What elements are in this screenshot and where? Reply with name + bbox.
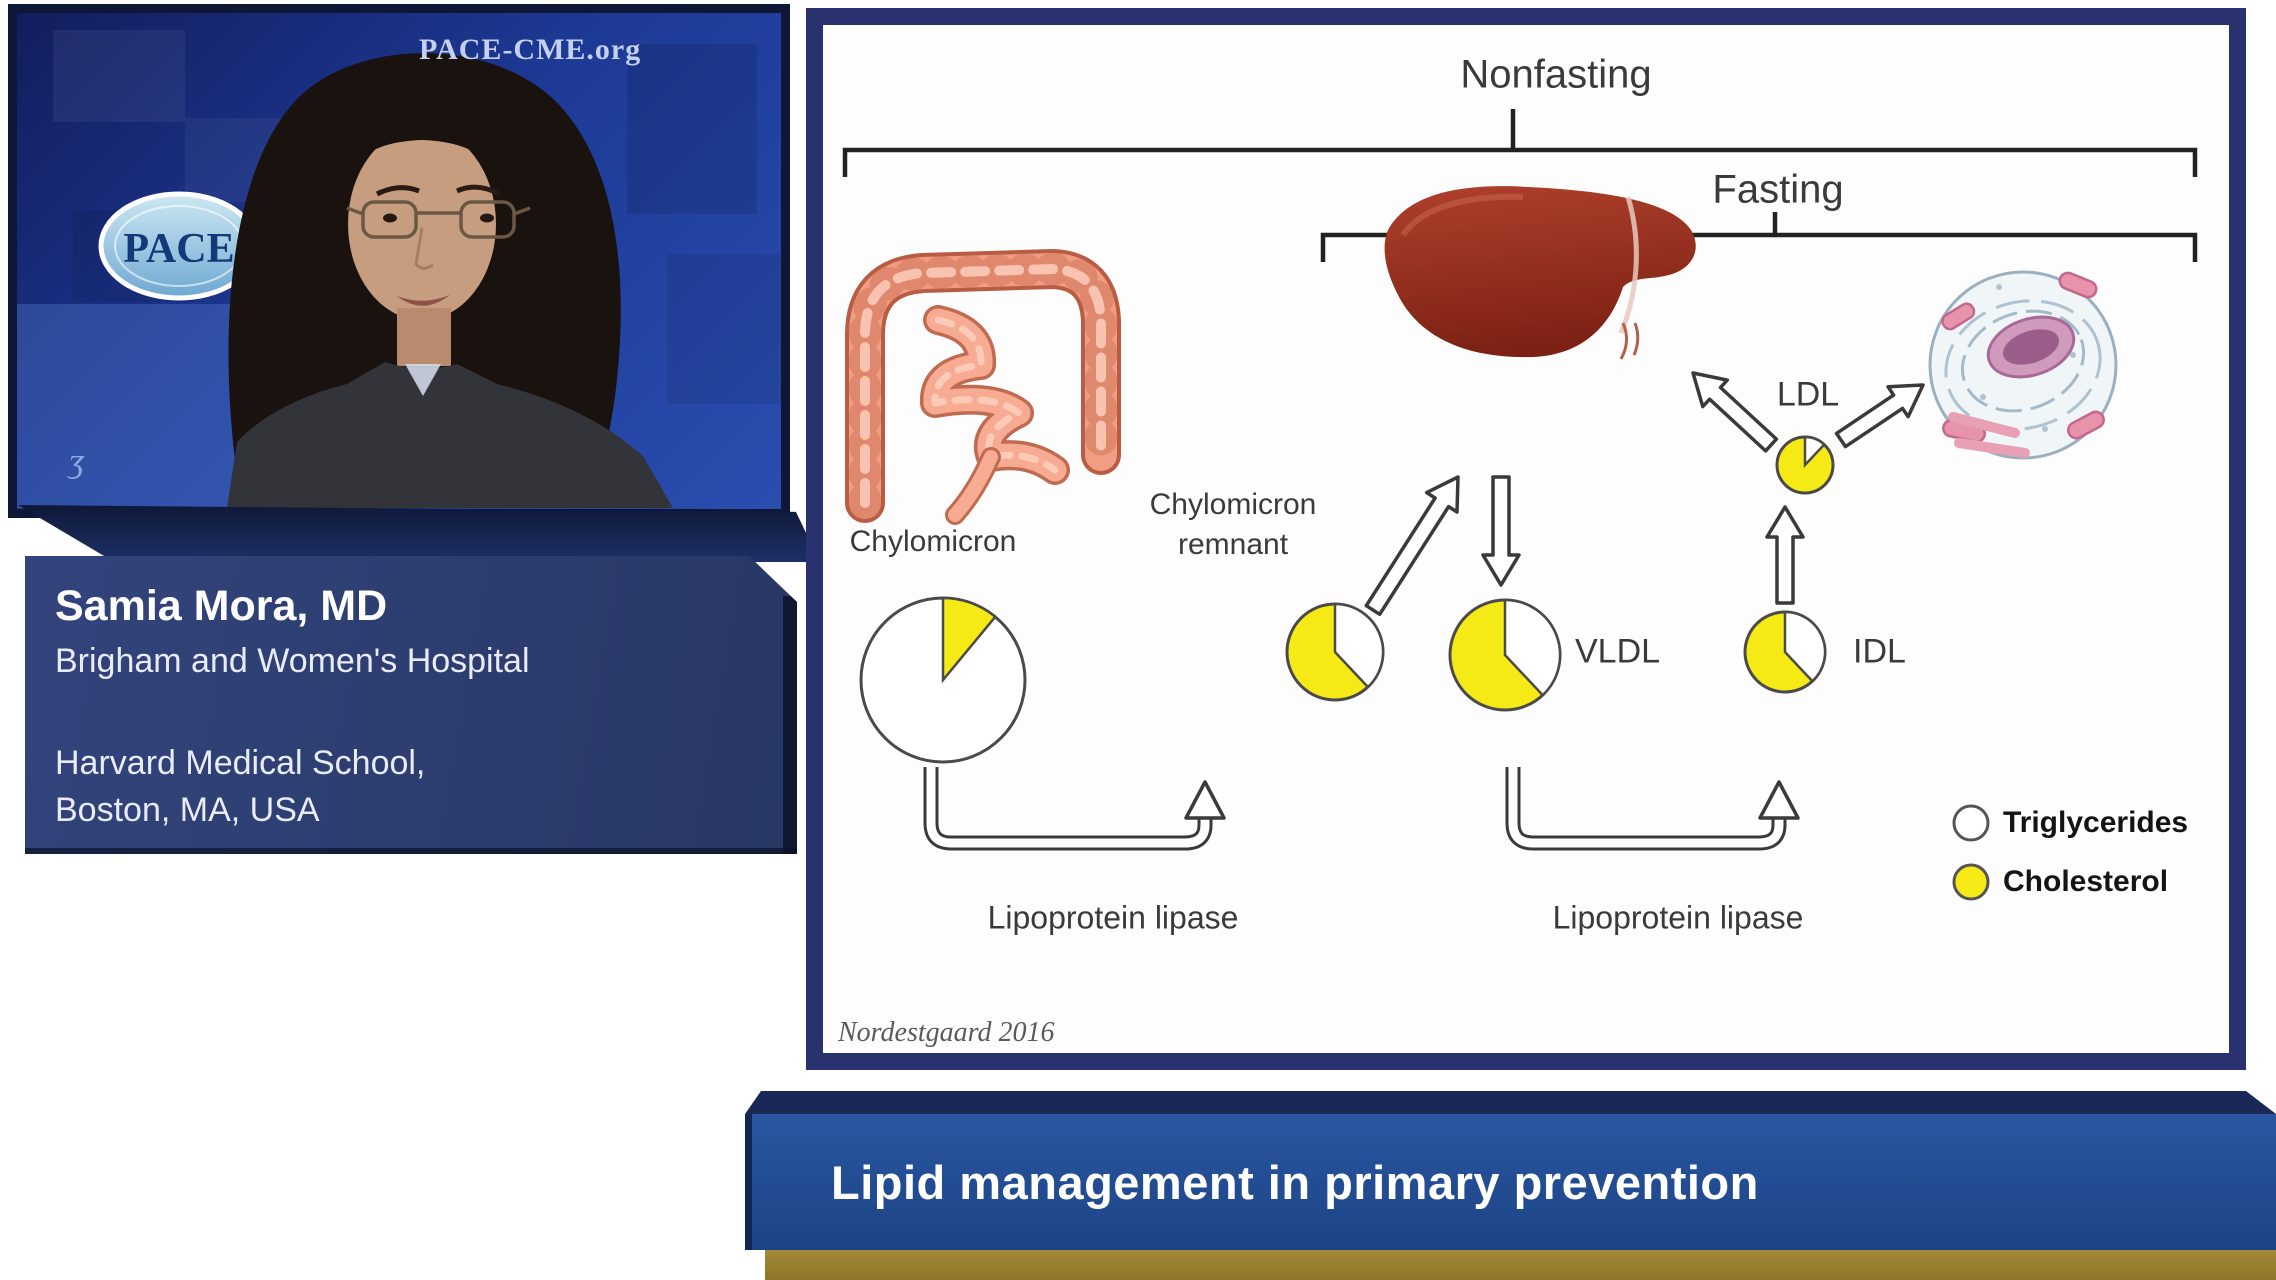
lipoprotein-lipase-label-2: Lipoprotein lipase bbox=[1552, 899, 1804, 936]
triglycerides-swatch-icon bbox=[1952, 804, 1990, 842]
speaker-video[interactable]: PACE PACE-CME.org ʒ bbox=[8, 4, 790, 518]
card-shadow-edge bbox=[783, 596, 797, 854]
footer-title-bar: Lipid management in primary prevention bbox=[745, 1114, 2276, 1250]
speaker-card: Samia Mora, MD Brigham and Women's Hospi… bbox=[25, 556, 797, 854]
liver-illustration bbox=[1384, 186, 1696, 360]
glasses bbox=[346, 200, 531, 239]
lipase-pipe-1 bbox=[923, 767, 1226, 851]
arrow-ldl-to-cell bbox=[1834, 383, 1925, 449]
arrow-liver-to-vldl bbox=[1481, 475, 1521, 587]
arrow-idl-to-ldl bbox=[1765, 505, 1805, 605]
card-shadow-bottom bbox=[25, 848, 797, 854]
speaker-affiliation: Brigham and Women's Hospital bbox=[55, 642, 530, 680]
cell-illustration bbox=[1928, 270, 2118, 460]
fasting-label: Fasting bbox=[1712, 167, 1844, 212]
video-shelf-3d bbox=[18, 505, 820, 562]
fasting-bracket bbox=[1320, 212, 2198, 262]
lipoprotein-diagram bbox=[842, 109, 2198, 901]
legend-swatches bbox=[1952, 804, 1990, 901]
pace-cme-watermark: PACE-CME.org bbox=[419, 33, 642, 66]
footer-bevel-3d bbox=[745, 1091, 2276, 1114]
speaker-location: Boston, MA, USA bbox=[55, 791, 320, 829]
lipoprotein-lipase-label-1: Lipoprotein lipase bbox=[987, 899, 1239, 936]
chylomicron-label: Chylomicron bbox=[849, 525, 1017, 558]
intestine-illustration bbox=[845, 249, 1121, 525]
legend-triglycerides-label: Triglycerides bbox=[2003, 806, 2189, 839]
presentation-slide: Nonfasting Fasting Chylomicron Chylomicr… bbox=[806, 8, 2246, 1070]
speaker-name: Samia Mora, MD bbox=[55, 582, 388, 630]
chylomicron-remnant-label-2: remnant bbox=[1177, 528, 1289, 561]
chylomicron-remnant-label-1: Chylomicron bbox=[1149, 488, 1317, 521]
flow-arrows bbox=[1364, 371, 1925, 617]
presentation-title: Lipid management in primary prevention bbox=[831, 1155, 1759, 1209]
idl-label: IDL bbox=[1853, 632, 1906, 671]
arrow-ldl-to-liver bbox=[1691, 371, 1779, 453]
citation: Nordestgaard 2016 bbox=[838, 1017, 1055, 1048]
arrow-remnant-to-liver bbox=[1364, 475, 1460, 617]
footer-gold-bar bbox=[765, 1250, 2276, 1280]
cholesterol-swatch-icon bbox=[1952, 863, 1990, 901]
video-side-glyph: ʒ bbox=[69, 443, 85, 480]
lipoprotein-pies bbox=[859, 435, 1835, 764]
pace-logo-text: PACE bbox=[123, 226, 234, 272]
speaker-video-scene: PACE bbox=[17, 30, 781, 508]
vldl-label: VLDL bbox=[1575, 632, 1661, 671]
speaker-school: Harvard Medical School, bbox=[55, 744, 426, 782]
nonfasting-label: Nonfasting bbox=[1460, 52, 1652, 97]
nonfasting-bracket bbox=[842, 109, 2198, 177]
ldl-label: LDL bbox=[1776, 375, 1840, 414]
speaker-person bbox=[227, 53, 673, 508]
lipase-pipe-2 bbox=[1505, 767, 1800, 851]
legend-cholesterol-label: Cholesterol bbox=[2003, 865, 2169, 898]
